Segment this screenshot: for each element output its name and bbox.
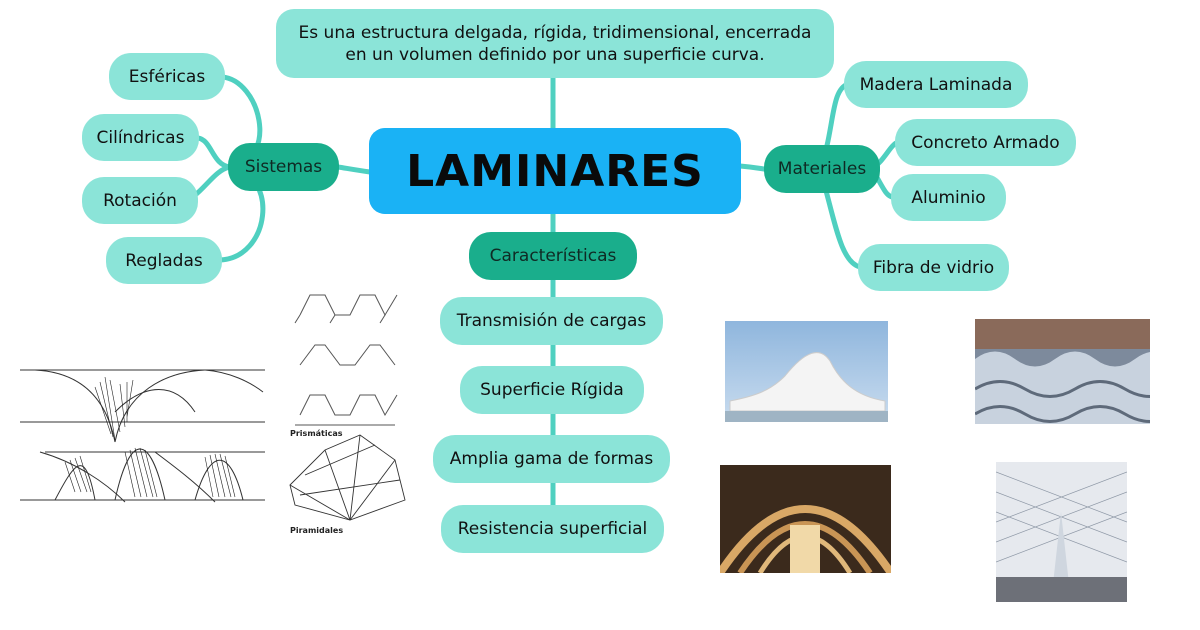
leaf-fibra-de-vidrio[interactable]: Fibra de vidrio [858, 244, 1009, 291]
photo-timber-arches [720, 465, 891, 573]
leaf-rotacion-label: Rotación [103, 190, 177, 211]
leaf-transmision-de-cargas-label: Transmisión de cargas [456, 311, 647, 331]
branch-sistemas-label: Sistemas [244, 157, 323, 177]
leaf-amplia-gama-de-formas[interactable]: Amplia gama de formas [433, 435, 670, 483]
leaf-madera-laminada-label: Madera Laminada [859, 74, 1013, 95]
leaf-amplia-gama-label: Amplia gama de formas [449, 449, 654, 469]
leaf-superficie-rigida-label: Superficie Rígida [480, 380, 624, 400]
photo-wavy-roof [975, 319, 1150, 424]
leaf-aluminio-label: Aluminio [911, 187, 986, 208]
branch-materiales-label: Materiales [777, 159, 867, 179]
leaf-madera-laminada[interactable]: Madera Laminada [844, 61, 1028, 108]
leaf-fibra-de-vidrio-label: Fibra de vidrio [872, 257, 995, 278]
branch-materiales[interactable]: Materiales [764, 145, 880, 193]
photo-curved-building [725, 321, 888, 422]
leaf-resistencia-superficial[interactable]: Resistencia superficial [441, 505, 664, 553]
central-topic[interactable]: LAMINARES [369, 128, 741, 214]
leaf-rotacion[interactable]: Rotación [82, 177, 198, 224]
leaf-concreto-armado-label: Concreto Armado [911, 132, 1060, 153]
leaf-regladas[interactable]: Regladas [106, 237, 222, 284]
leaf-resistencia-superficial-label: Resistencia superficial [457, 519, 648, 539]
branch-caracteristicas[interactable]: Características [469, 232, 637, 280]
folded-plates-sketch [289, 294, 406, 521]
leaf-aluminio[interactable]: Aluminio [891, 174, 1006, 221]
shell-elevation-sketch [20, 369, 265, 503]
leaf-concreto-armado[interactable]: Concreto Armado [895, 119, 1076, 166]
leaf-esfericas-label: Esféricas [128, 66, 206, 87]
branch-sistemas[interactable]: Sistemas [228, 143, 339, 191]
definition-line-1: Es una estructura delgada, rígida, tridi… [298, 22, 812, 43]
photo-lattice-canopy [996, 462, 1127, 602]
central-topic-label: LAMINARES [406, 145, 704, 197]
leaf-superficie-rigida[interactable]: Superficie Rígida [460, 366, 644, 414]
leaf-transmision-de-cargas[interactable]: Transmisión de cargas [440, 297, 663, 345]
leaf-regladas-label: Regladas [125, 250, 203, 271]
caption-piramidales: Piramidales [290, 526, 344, 535]
leaf-cilindricas-label: Cilíndricas [96, 127, 185, 148]
definition-box: Es una estructura delgada, rígida, tridi… [276, 9, 834, 78]
definition-line-2: en un volumen definido por una superfici… [345, 44, 765, 65]
branch-caracteristicas-label: Características [489, 246, 617, 266]
caption-prismaticas: Prismáticas [290, 429, 343, 438]
leaf-cilindricas[interactable]: Cilíndricas [82, 114, 199, 161]
leaf-esfericas[interactable]: Esféricas [109, 53, 225, 100]
